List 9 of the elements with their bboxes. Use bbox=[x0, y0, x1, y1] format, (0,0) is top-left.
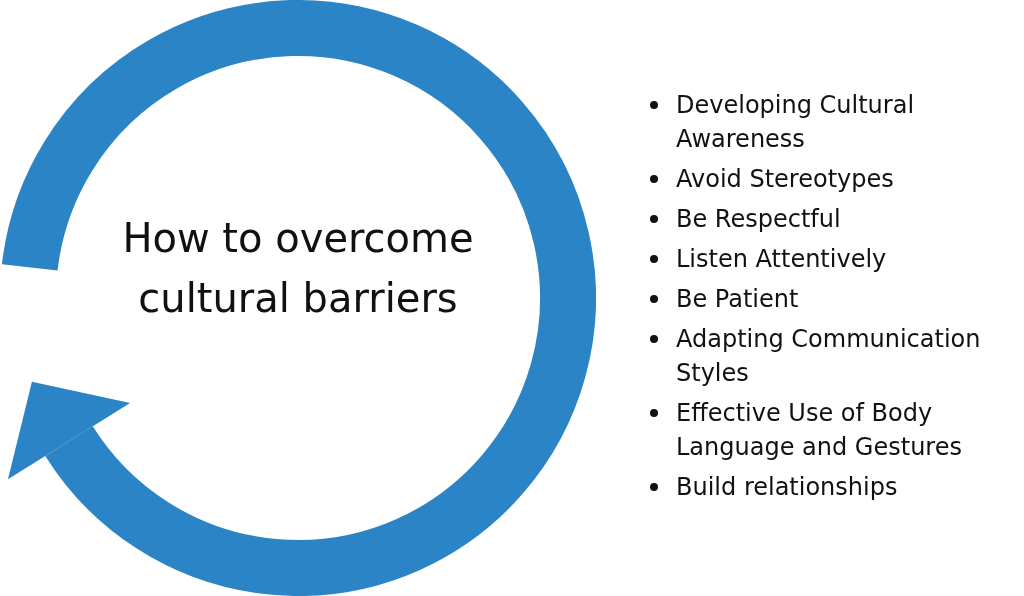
list-item-text: Listen Attentively bbox=[676, 244, 887, 275]
list-item-text: Be Respectful bbox=[676, 204, 841, 235]
list-item-text: Avoid Stereotypes bbox=[676, 164, 894, 195]
list-item-text: Build relationships bbox=[676, 472, 898, 503]
heading-text: How to overcome cultural barriers bbox=[121, 214, 475, 323]
list-item-text: Adapting Communication Styles bbox=[676, 324, 982, 389]
list-item-text: Developing Cultural Awareness bbox=[676, 90, 916, 155]
list-item-text: Effective Use of Body Language and Gestures bbox=[676, 398, 963, 463]
list-item-text: Be Patient bbox=[676, 284, 799, 315]
